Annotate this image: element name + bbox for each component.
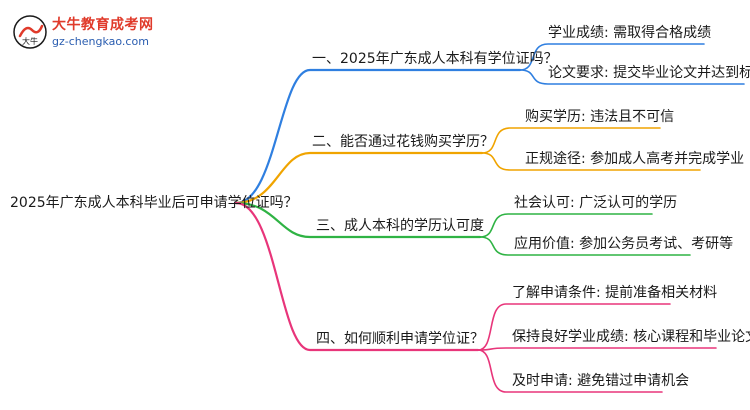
branch-topic-3: 三、成人本科的学历认可度 — [316, 218, 484, 234]
root-to-branch-line-2 — [234, 151, 484, 205]
branch-topic-1: 一、2025年广东成人本科有学位证吗？ — [312, 51, 558, 67]
leaf-topic-2-2: 正规途径: 参加成人高考并完成学业 — [525, 151, 745, 167]
root-to-branch-line-1 — [234, 68, 522, 205]
leaf-topic-1-1: 学业成绩: 需取得合格成绩 — [548, 25, 712, 41]
leaf-topic-3-1: 社会认可: 广泛认可的学历 — [514, 195, 678, 211]
logo-mark-text: 大牛 — [22, 36, 38, 46]
leaf-topic-4-1: 了解申请条件: 提前准备相关材料 — [512, 285, 718, 301]
leaf-topic-1-2: 论文要求: 提交毕业论文并达到标准 — [548, 65, 750, 81]
site-logo: 大牛 大牛教育成考网 gz-chengkao.com — [12, 12, 162, 56]
logo-url: gz-chengkao.com — [52, 35, 149, 48]
leaf-topic-4-2: 保持良好学业成绩: 核心课程和毕业论文 — [512, 329, 750, 345]
leaf-topic-2-1: 购买学历: 违法且不可信 — [525, 109, 675, 125]
branch-to-leaf-line-2-2 — [481, 152, 701, 171]
branch-topic-2: 二、能否通过花钱购买学历？ — [312, 134, 494, 150]
logo-name: 大牛教育成考网 — [52, 17, 154, 33]
branch-to-leaf-line-1-2 — [519, 69, 745, 85]
branch-to-leaf-line-3-2 — [479, 236, 691, 256]
branch-to-leaf-line-4-2 — [477, 347, 717, 351]
leaf-topic-3-2: 应用价值: 参加公务员考试、考研等 — [514, 236, 734, 252]
branch-topic-4: 四、如何顺利申请学位证？ — [316, 331, 484, 347]
branch-to-leaf-line-4-1 — [477, 303, 671, 351]
branch-to-leaf-line-1-1 — [519, 43, 705, 71]
branch-to-leaf-line-4-3 — [477, 349, 663, 393]
root-to-branch-line-4 — [234, 201, 480, 352]
root-to-branch-line-3 — [234, 201, 482, 239]
branch-to-leaf-line-2-1 — [481, 127, 661, 154]
leaf-topic-4-3: 及时申请: 避免错过申请机会 — [512, 373, 690, 389]
branch-to-leaf-line-3-1 — [479, 213, 653, 238]
root-topic: 2025年广东成人本科毕业后可申请学位证吗？ — [10, 195, 298, 211]
logo-mark-icon: 大牛 — [13, 15, 47, 49]
